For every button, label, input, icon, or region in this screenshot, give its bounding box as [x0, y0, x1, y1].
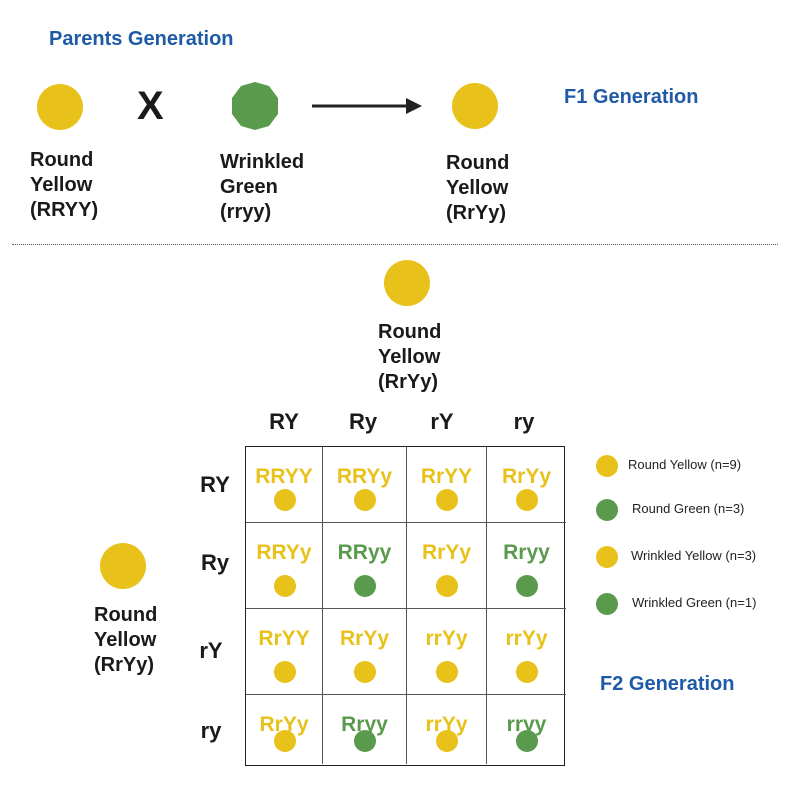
punnett-cell: RRYy: [323, 447, 407, 523]
row-gamete: RY: [200, 472, 230, 497]
legend-label: Round Yellow (n=9): [628, 457, 742, 472]
yellow-pea-icon: [436, 489, 458, 511]
genotype-label: RrYy: [259, 713, 309, 736]
parent1-phenotype-shape: Round: [30, 149, 94, 171]
yellow-pea-icon: [273, 661, 296, 683]
parent2-genotype: (rryy): [220, 201, 272, 223]
yellow-pea-icon: [273, 730, 296, 752]
f2-generation-heading: F2 Generation: [600, 673, 735, 695]
legend-yellow-pea-icon: [596, 455, 618, 477]
f2-top-parent-pea-icon: [384, 260, 430, 306]
punnett-cell: rrYy: [487, 609, 566, 695]
genotype-label: RrYY: [420, 465, 473, 488]
genotype-label: rrYy: [425, 627, 468, 650]
legend-green-pea-icon: [596, 499, 618, 521]
punnett-cell: RrYy: [323, 609, 407, 695]
genotype-label: RRYy: [336, 465, 393, 488]
punnett-cell: RRYY: [246, 447, 323, 523]
row-gamete: rY: [199, 638, 223, 663]
legend-label: Wrinkled Green (n=1): [632, 595, 757, 610]
section-divider: [12, 244, 778, 245]
row-gamete: ry: [200, 718, 222, 743]
parent1-label: Round Yellow (RRYY): [30, 148, 98, 223]
yellow-pea-icon: [436, 730, 458, 752]
genotype-label: rryy: [506, 713, 547, 736]
yellow-pea-icon: [436, 575, 458, 597]
parent2-phenotype-color: Green: [220, 176, 278, 198]
yellow-pea-icon: [354, 489, 376, 511]
parent2-label: Wrinkled Green (rryy): [220, 150, 304, 225]
genotype-label: RrYy: [339, 627, 390, 650]
green-pea-icon: [354, 575, 376, 597]
genotype-label: RRYy: [256, 541, 312, 564]
green-pea-icon: [354, 730, 376, 752]
f1-phenotype-shape: Round: [446, 152, 510, 174]
f2-top-parent-shape: Round: [378, 321, 442, 343]
punnett-cell: RrYY: [407, 447, 487, 523]
green-pea-icon: [515, 730, 538, 752]
f1-round-yellow-pea-icon: [452, 83, 498, 129]
genotype-label: rrYy: [505, 627, 548, 650]
punnett-cell: RRyy: [323, 523, 407, 609]
punnett-cell: Rryy: [323, 695, 407, 764]
yellow-pea-icon: [436, 661, 458, 683]
genotype-label: RRyy: [337, 541, 392, 564]
legend-label: Wrinkled Yellow (n=3): [631, 548, 757, 563]
f2-left-parent-pea-icon: [100, 543, 146, 589]
genotype-label: Rryy: [503, 541, 550, 564]
genotype-label: RrYy: [501, 465, 552, 488]
parents-generation-heading: Parents Generation: [49, 28, 234, 50]
punnett-cell: RrYy: [487, 447, 566, 523]
punnett-cell: RrYy: [407, 523, 487, 609]
f2-top-parent-genotype: (RrYy): [378, 371, 439, 393]
genotype-label: rrYy: [425, 713, 468, 736]
f1-label: Round Yellow (RrYy): [446, 151, 509, 226]
round-yellow-pea-icon: [37, 84, 83, 130]
yellow-pea-icon: [273, 575, 296, 597]
col-gamete: Ry: [348, 409, 378, 434]
f2-top-parent-label: Round Yellow (RrYy): [378, 320, 441, 395]
legend-yellow-pea-icon: [596, 546, 618, 568]
punnett-cell: rrYy: [407, 695, 487, 764]
arrow-right-icon: [312, 98, 422, 114]
genotype-label: RrYy: [421, 541, 472, 564]
genotype-label: RRYY: [255, 465, 313, 488]
punnett-cell: RRYy: [246, 523, 323, 609]
parent1-genotype: (RRYY): [30, 199, 99, 221]
punnett-cell: rryy: [487, 695, 566, 764]
f2-left-parent-label: Round Yellow (RrYy): [94, 603, 157, 678]
wrinkled-green-pea-icon: [232, 82, 278, 130]
genotype-label: Rryy: [341, 713, 388, 736]
f2-top-parent-color: Yellow: [378, 346, 441, 368]
punnett-cell: RrYY: [246, 609, 323, 695]
f1-phenotype-color: Yellow: [446, 177, 509, 199]
f1-genotype: (RrYy): [446, 202, 507, 224]
parent1-phenotype-color: Yellow: [30, 174, 93, 196]
f2-left-parent-color: Yellow: [94, 629, 157, 651]
col-gamete: rY: [430, 409, 454, 434]
parent2-phenotype-shape: Wrinkled: [220, 151, 305, 173]
cross-symbol: X: [137, 84, 164, 128]
legend-label: Round Green (n=3): [632, 501, 745, 516]
col-gamete: ry: [513, 409, 535, 434]
green-pea-icon: [515, 575, 538, 597]
punnett-cell: Rryy: [487, 523, 566, 609]
yellow-pea-icon: [273, 489, 296, 511]
legend-green-pea-icon: [596, 593, 618, 615]
row-gamete: Ry: [200, 550, 230, 575]
f1-generation-heading: F1 Generation: [564, 86, 699, 108]
col-gamete: RY: [269, 409, 299, 434]
f2-left-parent-shape: Round: [94, 604, 158, 626]
punnett-cell: RrYy: [246, 695, 323, 764]
yellow-pea-icon: [515, 489, 538, 511]
genotype-label: RrYY: [258, 627, 310, 650]
f2-left-parent-genotype: (RrYy): [94, 654, 155, 676]
yellow-pea-icon: [354, 661, 376, 683]
punnett-cell: rrYy: [407, 609, 487, 695]
yellow-pea-icon: [515, 661, 538, 683]
